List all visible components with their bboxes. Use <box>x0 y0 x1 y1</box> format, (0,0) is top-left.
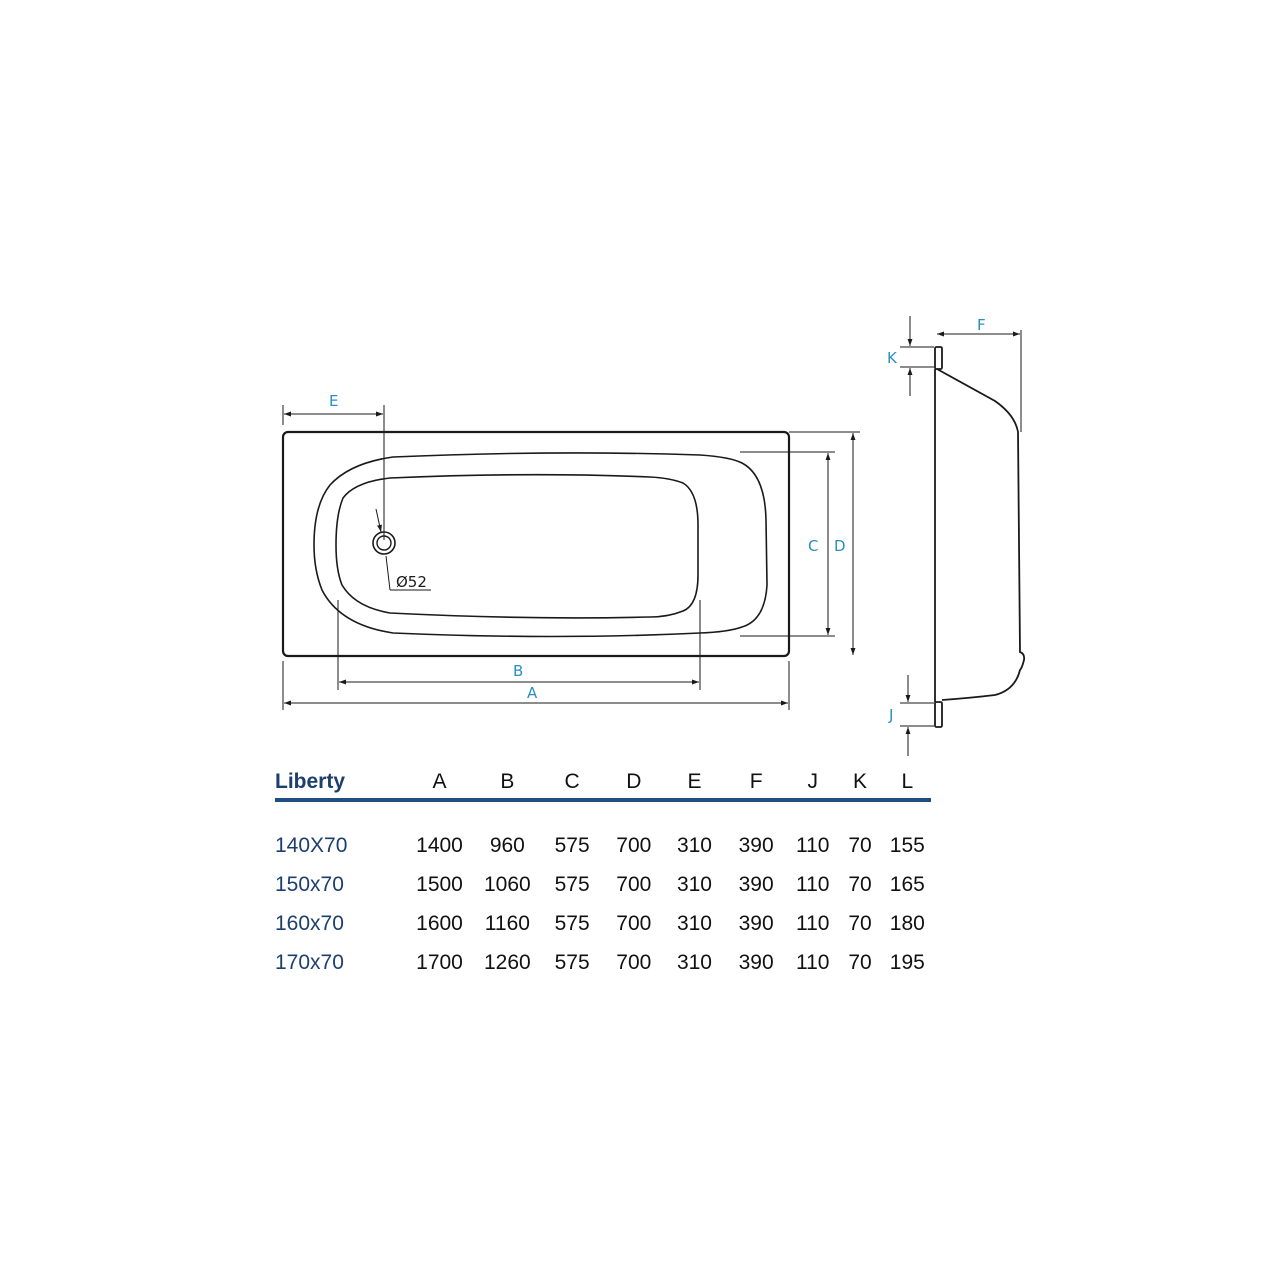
cell-k: 70 <box>848 833 872 857</box>
bathtub-top-view <box>281 430 791 658</box>
dim-label-a: A <box>527 684 538 702</box>
cell-j: 110 <box>795 911 830 935</box>
dim-label-k: K <box>887 349 898 367</box>
cell-e: 310 <box>676 833 712 857</box>
dim-label-b: B <box>513 662 523 680</box>
dim-label-c: C <box>808 537 818 555</box>
table-row: 170x70 1700 1260 575 700 310 390 110 70 … <box>275 943 931 982</box>
cell-f: 390 <box>738 911 774 935</box>
table-row: 150x70 1500 1060 575 700 310 390 110 70 … <box>275 865 931 904</box>
cell-j: 110 <box>795 872 830 896</box>
column-header-k: K <box>852 770 867 793</box>
dim-label-j: J <box>888 706 893 724</box>
model-name: 170x70 <box>275 950 344 974</box>
column-header-d: D <box>626 770 642 793</box>
header-divider <box>275 798 931 802</box>
cell-b: 1260 <box>484 950 531 974</box>
cell-d: 700 <box>616 872 652 896</box>
cell-j: 110 <box>795 950 830 974</box>
column-header-c: C <box>564 770 580 793</box>
table-title: Liberty <box>275 770 346 793</box>
column-header-a: A <box>432 770 447 793</box>
cell-b: 960 <box>489 833 525 857</box>
column-header-b: B <box>500 770 515 793</box>
top-view-dimensions <box>282 405 860 710</box>
side-top-flange <box>934 346 943 370</box>
table-row: 140X70 1400 960 575 700 310 390 110 70 1… <box>275 802 931 865</box>
tub-basin-outer <box>313 452 768 638</box>
cell-f: 390 <box>738 950 774 974</box>
drain-diameter-label: Ø52 <box>396 573 427 591</box>
cell-e: 310 <box>676 950 712 974</box>
cell-e: 310 <box>676 872 712 896</box>
cell-b: 1160 <box>484 911 530 935</box>
cell-l: 155 <box>889 833 925 857</box>
cell-a: 1400 <box>416 833 463 857</box>
column-header-l: L <box>901 770 914 793</box>
cell-a: 1500 <box>416 872 463 896</box>
side-view-dimensions <box>900 316 1022 756</box>
column-header-f: F <box>749 770 763 793</box>
cell-j: 110 <box>795 833 830 857</box>
cell-l: 195 <box>889 950 925 974</box>
cell-d: 700 <box>616 833 652 857</box>
bathtub-side-view <box>934 346 1026 728</box>
tub-basin-inner <box>335 473 699 619</box>
cell-c: 575 <box>554 950 590 974</box>
dim-label-f: F <box>977 316 986 334</box>
cell-e: 310 <box>676 911 712 935</box>
model-name: 150x70 <box>275 872 344 896</box>
model-name: 140X70 <box>275 833 348 857</box>
cell-k: 70 <box>848 872 872 896</box>
dimensions-table: Liberty A B C D E F J K L 140X70 1400 96… <box>275 766 931 982</box>
cell-d: 700 <box>616 950 652 974</box>
cell-c: 575 <box>554 911 590 935</box>
model-name: 160x70 <box>275 911 344 935</box>
cell-c: 575 <box>554 872 590 896</box>
cell-f: 390 <box>738 833 774 857</box>
cell-l: 180 <box>889 911 925 935</box>
cell-c: 575 <box>554 833 590 857</box>
cell-a: 1600 <box>416 911 463 935</box>
side-profile <box>936 368 1026 701</box>
column-header-j: J <box>807 770 818 793</box>
cell-f: 390 <box>738 872 774 896</box>
cell-k: 70 <box>848 911 872 935</box>
dim-label-e: E <box>329 392 338 410</box>
column-header-e: E <box>687 770 702 793</box>
cell-k: 70 <box>848 950 872 974</box>
side-bottom-flange <box>934 701 943 728</box>
tub-outer-rim <box>281 430 791 658</box>
cell-b: 1060 <box>484 872 531 896</box>
cell-d: 700 <box>616 911 652 935</box>
cell-l: 165 <box>889 872 925 896</box>
cell-a: 1700 <box>416 950 463 974</box>
table-header-row: Liberty A B C D E F J K L <box>275 766 931 798</box>
table-row: 160x70 1600 1160 575 700 310 390 110 70 … <box>275 904 931 943</box>
dim-label-d: D <box>834 537 846 555</box>
